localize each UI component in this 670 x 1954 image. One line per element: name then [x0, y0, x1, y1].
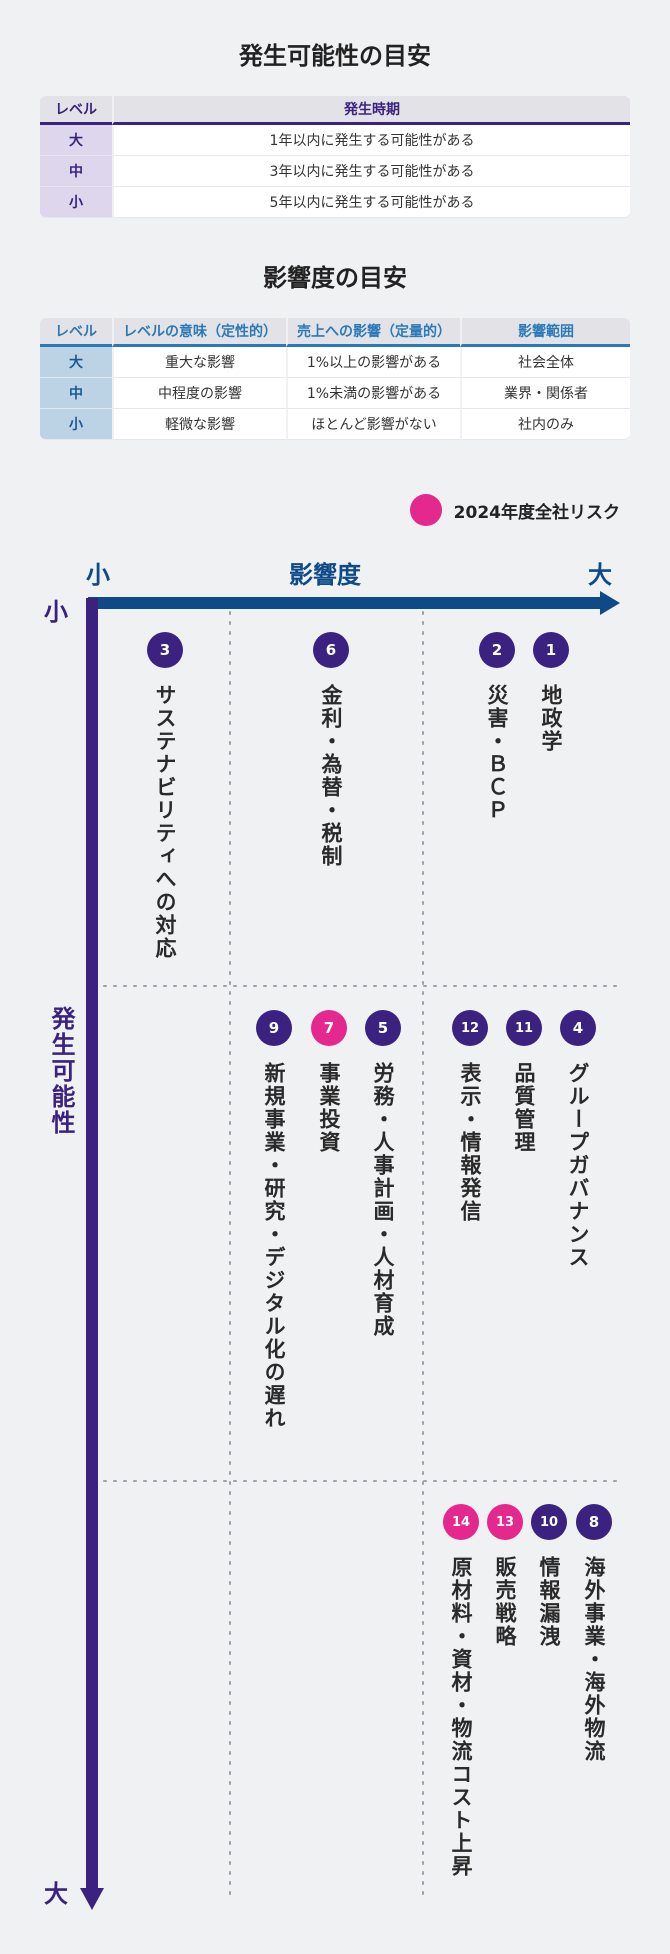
- probability-low-label: 小: [44, 598, 68, 626]
- timing-cell: 3年以内に発生する可能性がある: [112, 156, 630, 187]
- table-header: 売上への影響（定量的）: [286, 318, 460, 347]
- risk-number-badge: 13: [487, 1504, 523, 1540]
- risk-label: 原材料・資材・物流コスト上昇: [449, 1556, 473, 1878]
- risk-number-badge: 1: [533, 632, 569, 668]
- probability-axis-arrow: [80, 1888, 104, 1910]
- table-row: 大 1年以内に発生する可能性がある: [40, 125, 630, 156]
- sales-cell: ほとんど影響がない: [286, 409, 460, 440]
- risk-label: 海外事業・海外物流: [582, 1556, 606, 1763]
- table-header: レベルの意味（定性的）: [112, 318, 286, 347]
- occurrence-table: レベル 発生時期 大 1年以内に発生する可能性がある 中 3年以内に発生する可能…: [40, 96, 630, 218]
- risk-number-badge: 10: [531, 1504, 567, 1540]
- level-cell: 小: [40, 409, 112, 440]
- level-cell: 中: [40, 156, 112, 187]
- risk-number-badge: 11: [506, 1010, 542, 1046]
- sales-cell: 1%未満の影響がある: [286, 378, 460, 409]
- scope-cell: 社会全体: [460, 347, 630, 378]
- table-row: 中 3年以内に発生する可能性がある: [40, 156, 630, 187]
- table-row: 大 重大な影響 1%以上の影響がある 社会全体: [40, 347, 630, 378]
- risk-label: 労務・人事計画・人材育成: [371, 1062, 395, 1338]
- timing-cell: 5年以内に発生する可能性がある: [112, 187, 630, 218]
- probability-high-label: 大: [44, 1880, 68, 1908]
- level-cell: 大: [40, 125, 112, 156]
- risk-number-badge: 6: [313, 632, 349, 668]
- impact-title: 影響度の目安: [263, 264, 407, 292]
- sales-cell: 1%以上の影響がある: [286, 347, 460, 378]
- impact-high-label: 大: [588, 561, 612, 589]
- occurrence-title: 発生可能性の目安: [239, 42, 431, 70]
- legend: 2024年度全社リスク: [409, 494, 620, 526]
- risk-number-badge: 8: [576, 1504, 612, 1540]
- legend-marker: [409, 494, 442, 526]
- risk-number-badge: 9: [256, 1010, 292, 1046]
- risk-number-badge: 5: [365, 1010, 401, 1046]
- meaning-cell: 軽微な影響: [112, 409, 286, 440]
- risk-label: 表示・情報発信: [458, 1062, 482, 1223]
- timing-cell: 1年以内に発生する可能性がある: [112, 125, 630, 156]
- impact-axis-arrow: [600, 591, 620, 615]
- risk-number-badge: 2: [479, 632, 515, 668]
- impact-low-label: 小: [86, 561, 110, 589]
- meaning-cell: 重大な影響: [112, 347, 286, 378]
- risk-label: 地政学: [539, 684, 563, 753]
- level-cell: 大: [40, 347, 112, 378]
- meaning-cell: 中程度の影響: [112, 378, 286, 409]
- table-row: 小 軽微な影響 ほとんど影響がない 社内のみ: [40, 409, 630, 440]
- risk-number-badge: 4: [560, 1010, 596, 1046]
- scope-cell: 社内のみ: [460, 409, 630, 440]
- table-header: 影響範囲: [460, 318, 630, 347]
- risk-label: 情報漏洩: [537, 1556, 561, 1648]
- probability-axis-title: 発生可能性: [47, 1006, 75, 1136]
- risk-number-badge: 14: [443, 1504, 479, 1540]
- scope-cell: 業界・関係者: [460, 378, 630, 409]
- table-row: 小 5年以内に発生する可能性がある: [40, 187, 630, 218]
- table-header: レベル: [40, 96, 112, 125]
- table-header: 発生時期: [112, 96, 630, 125]
- risk-label: 災害・ＢＣＰ: [485, 684, 509, 822]
- risk-label: 事業投資: [317, 1062, 341, 1154]
- table-row: 中 中程度の影響 1%未満の影響がある 業界・関係者: [40, 378, 630, 409]
- risk-number-badge: 12: [452, 1010, 488, 1046]
- risk-number-badge: 3: [147, 632, 183, 668]
- risk-label: 品質管理: [512, 1062, 536, 1154]
- risk-label: 金利・為替・税制: [319, 684, 343, 868]
- level-cell: 中: [40, 378, 112, 409]
- risk-label: サステナビリティへの対応: [153, 684, 177, 960]
- table-header: レベル: [40, 318, 112, 347]
- legend-label: 2024年度全社リスク: [453, 502, 620, 523]
- risk-label: 新規事業・研究・デジタル化の遅れ: [262, 1062, 286, 1430]
- impact-table: レベル レベルの意味（定性的） 売上への影響（定量的） 影響範囲 大 重大な影響…: [40, 318, 630, 440]
- level-cell: 小: [40, 187, 112, 218]
- impact-axis-title: 影響度: [289, 561, 361, 589]
- risk-label: グループガバナンス: [566, 1062, 590, 1269]
- risk-label: 販売戦略: [493, 1556, 517, 1648]
- risk-number-badge: 7: [311, 1010, 347, 1046]
